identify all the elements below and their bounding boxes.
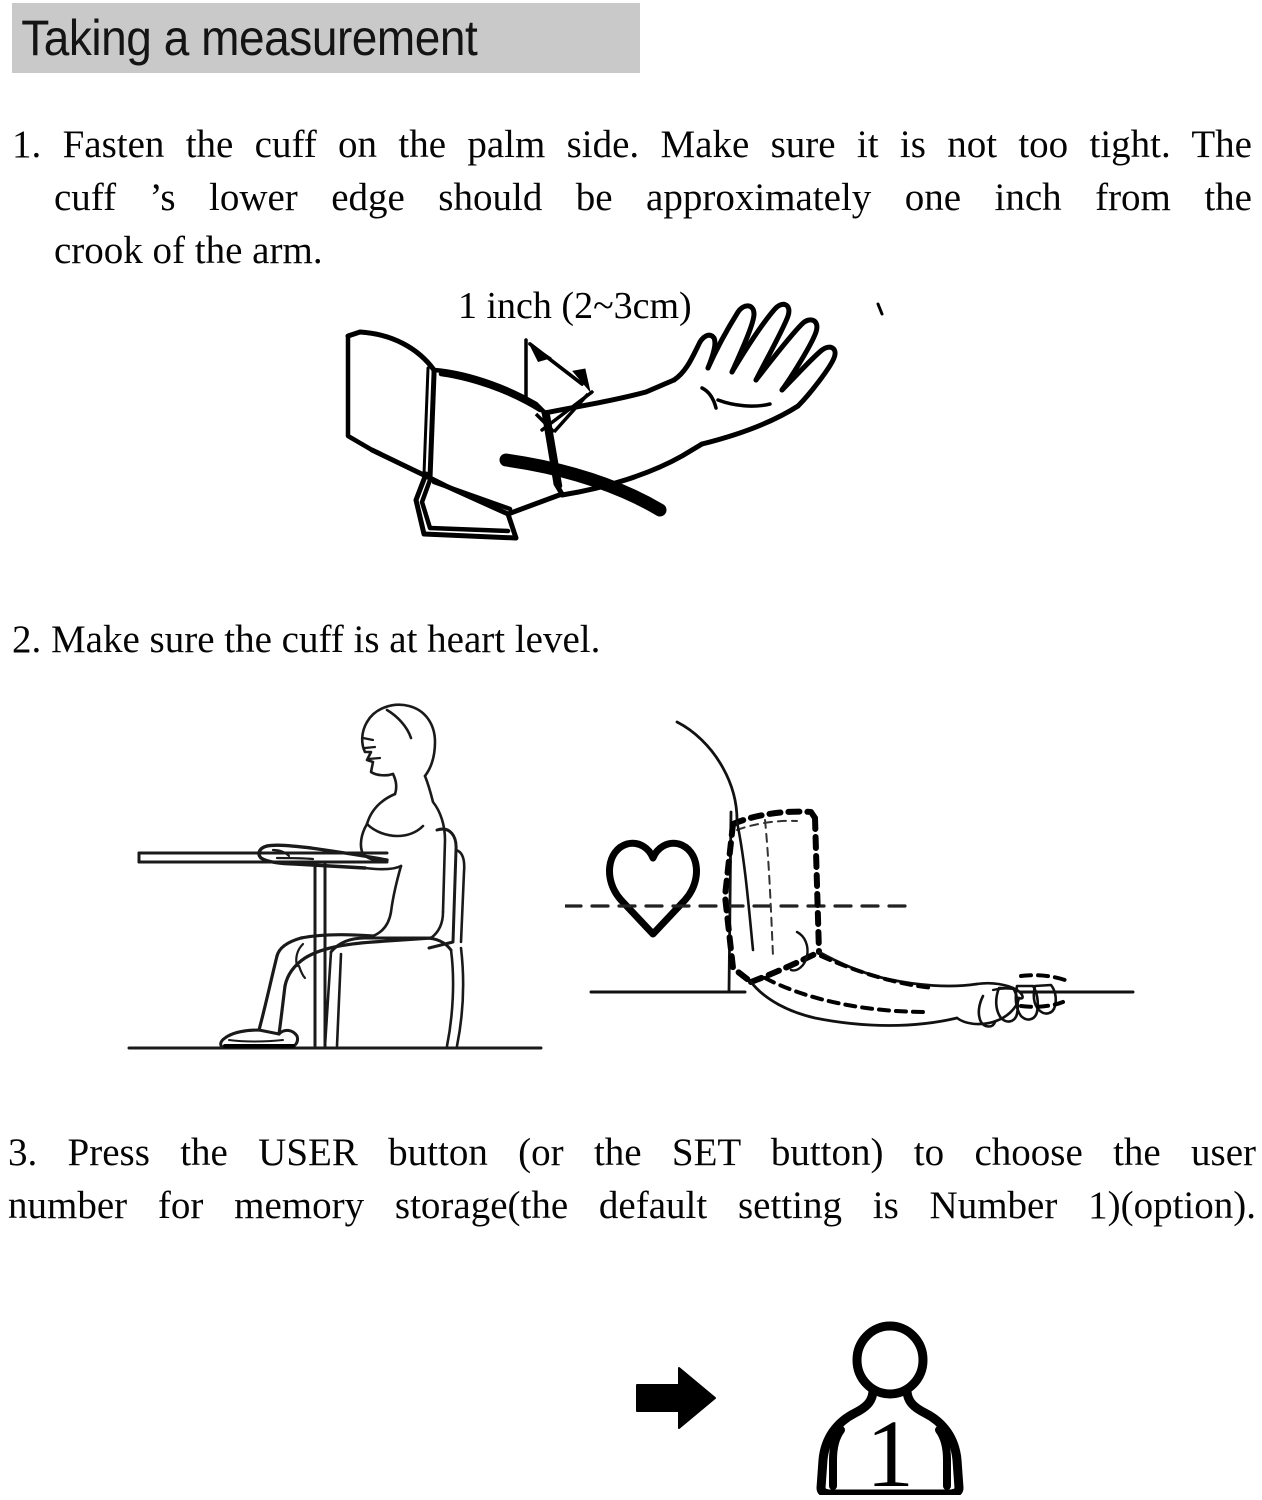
user-number-label: 1 bbox=[866, 1400, 914, 1495]
step-3-paragraph: 3. Press the USER button (or the SET but… bbox=[8, 1126, 1256, 1232]
user-selection-figure: 1 bbox=[615, 1320, 1035, 1495]
step-1-paragraph: 1. Fasten the cuff on the palm side. Mak… bbox=[12, 118, 1252, 277]
step-1-line-2: cuff ’s lower edge should be approximate… bbox=[54, 176, 1252, 219]
right-arrow-icon bbox=[636, 1367, 716, 1429]
user-person-icon bbox=[816, 1321, 964, 1495]
section-header-banner: Taking a measurement bbox=[12, 3, 640, 73]
step-2-line-1: 2. Make sure the cuff is at heart level. bbox=[12, 618, 601, 661]
cuff-dimension-label: 1 inch (2~3cm) bbox=[458, 288, 692, 327]
heart-level-figure bbox=[565, 700, 1135, 1040]
step-1-line-3: crook of the arm. bbox=[54, 229, 323, 272]
heart-shape bbox=[606, 839, 700, 938]
step-1-line-1: 1. Fasten the cuff on the palm side. Mak… bbox=[12, 123, 1252, 166]
cuff-placement-figure: 1 inch (2~3cm) bbox=[330, 288, 930, 553]
step-3-line-2: number for memory storage(the default se… bbox=[8, 1184, 1256, 1227]
step-2-paragraph: 2. Make sure the cuff is at heart level. bbox=[12, 613, 1012, 666]
step-3-line-1: 3. Press the USER button (or the SET but… bbox=[8, 1131, 1256, 1174]
seated-posture-figure bbox=[125, 690, 545, 1065]
page-title: Taking a measurement bbox=[21, 10, 478, 66]
